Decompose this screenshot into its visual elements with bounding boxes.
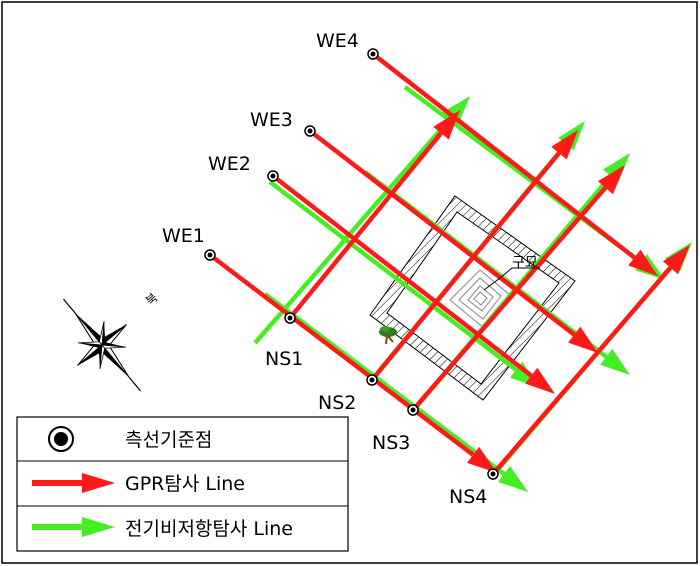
legend-gpr-label: GPR탐사 Line bbox=[125, 473, 245, 495]
survey-point-we2 bbox=[267, 170, 279, 182]
gpr-line-ns4 bbox=[491, 245, 690, 476]
line-label-we2: WE2 bbox=[208, 153, 251, 175]
gpr-line-ns1 bbox=[288, 110, 460, 320]
survey-points bbox=[204, 48, 499, 480]
line-label-we3: WE3 bbox=[250, 109, 293, 131]
tomb-label: 구묘 bbox=[483, 255, 540, 291]
tomb-enclosure bbox=[369, 195, 576, 401]
legend-point-label: 측선기준점 bbox=[125, 429, 212, 451]
legend-gpr-arrow bbox=[32, 473, 115, 493]
line-label-ns1: NS1 bbox=[265, 348, 303, 370]
compass-rose-icon bbox=[62, 298, 142, 392]
gpr-line-we2 bbox=[271, 174, 555, 394]
gpr-line-ns2 bbox=[370, 130, 578, 382]
gpr-lines bbox=[208, 52, 690, 476]
gpr-line-we3 bbox=[308, 129, 598, 353]
line-label-ns2: NS2 bbox=[318, 392, 356, 414]
legend-resistivity-arrow bbox=[32, 517, 115, 537]
survey-point-we3 bbox=[304, 125, 316, 137]
legend: 측선기준점 GPR탐사 Line 전기비저항탐사 Line bbox=[16, 416, 349, 552]
line-label-we1: WE1 bbox=[162, 225, 205, 247]
tomb-label-text: 구묘 bbox=[512, 255, 538, 271]
resistivity-line-we1 bbox=[263, 292, 528, 492]
line-label-ns4: NS4 bbox=[449, 486, 487, 508]
legend-point-symbol bbox=[48, 426, 74, 452]
line-label-ns3: NS3 bbox=[372, 432, 410, 454]
line-label-we4: WE4 bbox=[316, 30, 359, 52]
tree-icon bbox=[379, 326, 397, 345]
survey-point-ns1 bbox=[284, 312, 296, 324]
survey-point-ns3 bbox=[407, 404, 419, 416]
gpr-line-ns3 bbox=[411, 165, 625, 412]
gpr-line-we1 bbox=[208, 253, 497, 473]
survey-point-ns2 bbox=[366, 374, 378, 386]
legend-resistivity-label: 전기비저항탐사 Line bbox=[125, 518, 293, 540]
survey-point-we4 bbox=[367, 48, 379, 60]
survey-point-ns4 bbox=[487, 468, 499, 480]
survey-point-we1 bbox=[204, 249, 216, 261]
gpr-line-we4 bbox=[371, 52, 658, 276]
